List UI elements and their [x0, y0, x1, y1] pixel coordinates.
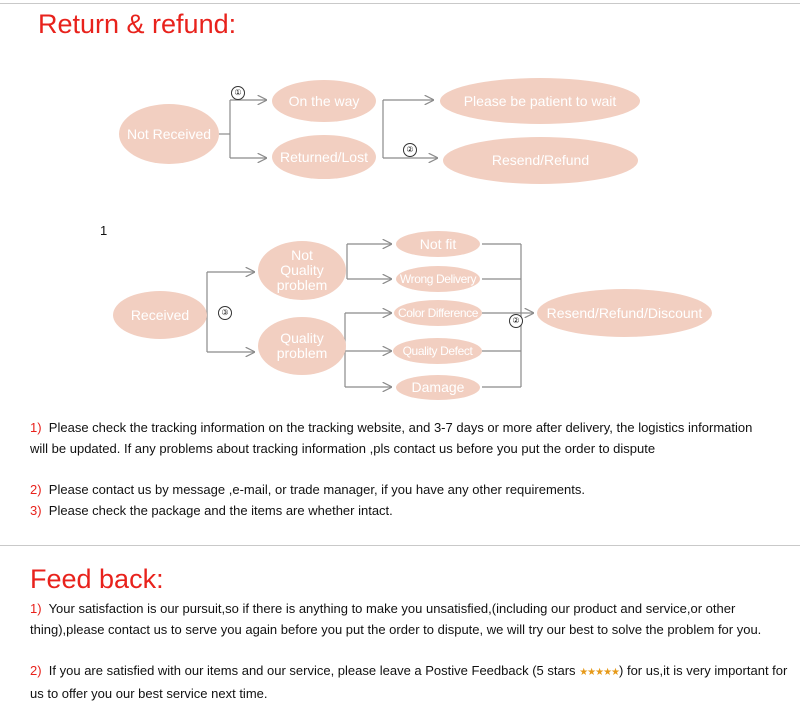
node-returned-lost: Returned/Lost [272, 135, 376, 179]
note-number: 1) [30, 420, 42, 435]
node-damage: Damage [396, 375, 480, 400]
note-text: Please check the package and the items a… [48, 503, 393, 518]
node-wrong-delivery: Wrong Delivery [396, 266, 480, 292]
separator-label: 1 [100, 223, 108, 238]
node-quality-defect: Quality Defect [393, 338, 482, 364]
flowchart-connectors [206, 0, 800, 420]
step-marker-2: ② [403, 143, 417, 157]
feedback-text-before: If you are satisfied with our items and … [48, 663, 576, 678]
node-received: Received [113, 291, 207, 339]
note-text: Please contact us by message ,e-mail, or… [48, 482, 585, 497]
feedback-item-1: 1) Your satisfaction is our pursuit,so i… [30, 599, 775, 640]
step-marker-1: ① [231, 86, 245, 100]
return-note-3: 3) Please check the package and the item… [30, 501, 770, 522]
return-refund-heading: Return & refund: [38, 9, 237, 39]
feedback-heading: Feed back: [30, 564, 164, 594]
node-not-received: Not Received [119, 104, 219, 164]
note-text: Please check the tracking information on… [30, 420, 753, 456]
feedback-divider [0, 545, 800, 546]
feedback-item-2: 2) If you are satisfied with our items a… [30, 661, 790, 704]
feedback-number: 2) [30, 663, 42, 678]
note-number: 2) [30, 482, 42, 497]
node-color-difference: Color Difference [394, 300, 482, 326]
node-please-wait: Please be patient to wait [440, 78, 640, 124]
return-note-1: 1) Please check the tracking information… [30, 418, 770, 459]
step-marker-2b: ② [509, 314, 523, 328]
top-divider [0, 3, 800, 4]
node-not-fit: Not fit [396, 231, 480, 257]
return-note-2: 2) Please contact us by message ,e-mail,… [30, 480, 770, 501]
feedback-text: Your satisfaction is our pursuit,so if t… [30, 601, 762, 637]
star-rating-icon: ★★★★★ [579, 667, 620, 678]
node-on-the-way: On the way [272, 80, 376, 122]
node-resend-refund: Resend/Refund [443, 137, 638, 184]
feedback-number: 1) [30, 601, 42, 616]
node-resend-refund-discount: Resend/Refund/Discount [537, 289, 712, 337]
note-number: 3) [30, 503, 42, 518]
feedback-text-after: ) for us,it is very important for us to … [30, 663, 788, 701]
node-not-quality-problem: Not Quality problem [258, 241, 346, 300]
step-marker-3: ③ [218, 306, 232, 320]
node-quality-problem: Quality problem [258, 317, 346, 375]
